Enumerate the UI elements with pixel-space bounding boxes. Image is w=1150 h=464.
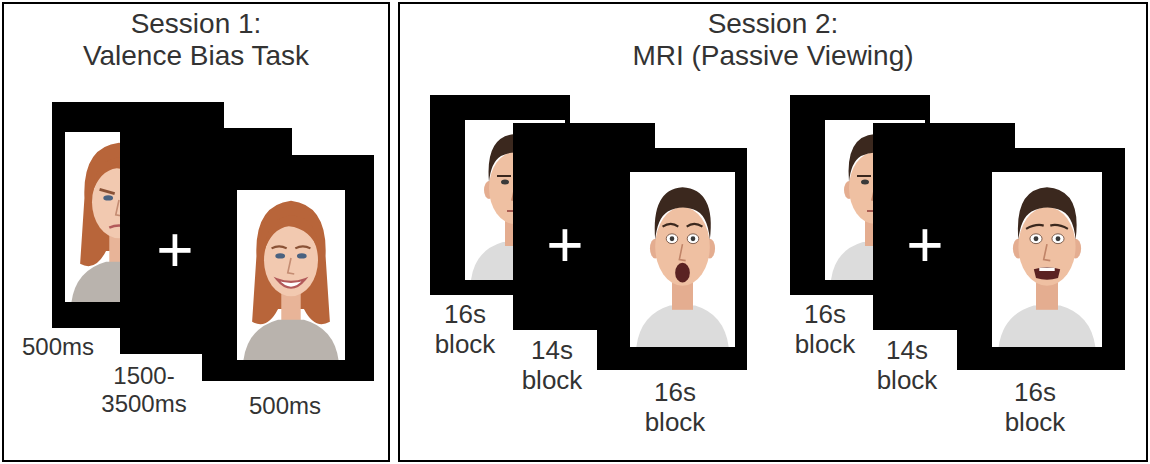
timing-label: 500ms [249, 392, 321, 420]
fixation-cross: + [156, 218, 193, 282]
text-slot: 500ms [22, 333, 94, 361]
stimulus-frame [202, 155, 374, 381]
male-head [999, 187, 1096, 347]
text-slot: 500ms [249, 392, 321, 420]
eye [861, 180, 869, 185]
session-panel: Session 2:MRI (Passive Viewing) 16s block… [398, 2, 1148, 462]
mouth [675, 263, 690, 283]
female-head [243, 201, 338, 360]
fearful-face [999, 187, 1096, 347]
timing-label: 14s block [877, 336, 938, 396]
text-slot: 14s block [522, 336, 583, 396]
text-slot: 14s block [877, 336, 938, 396]
stimulus-frame: 16s block [597, 148, 747, 370]
happy-face [243, 201, 338, 360]
timing-label: 1500- 3500ms [101, 362, 186, 417]
stimulus-frame: 500ms [52, 102, 224, 328]
brow [1026, 225, 1068, 229]
brow [295, 246, 310, 248]
text-slot: MRI (Passive Viewing) [400, 40, 1146, 72]
face-photo [630, 172, 735, 347]
teeth [1039, 268, 1054, 271]
timing-label: 16s block [645, 378, 706, 438]
stimulus-frame: +14s block [513, 123, 655, 330]
text-slot: 16s block [795, 300, 856, 360]
session-title: Valence Bias Task [4, 40, 388, 72]
eye [687, 234, 699, 244]
text-slot: Session 2: [400, 8, 1146, 40]
session-title: Session 1: [4, 8, 388, 40]
timing-label: 14s block [522, 336, 583, 396]
fixation-cross: + [906, 213, 943, 277]
stimulus-frame: 16s block [957, 148, 1125, 370]
face-photo [237, 190, 345, 360]
session-title: MRI (Passive Viewing) [400, 40, 1146, 72]
text-slot: + [906, 213, 943, 277]
eye [1030, 234, 1042, 244]
session-panel: Session 1:Valence Bias Task500ms+1500- 3… [2, 2, 390, 462]
text-slot: Valence Bias Task [4, 40, 388, 72]
eye [666, 234, 678, 244]
timing-label: 16s block [795, 300, 856, 360]
text-slot: Session 1: [4, 8, 388, 40]
pupil [691, 236, 696, 241]
pupil [1034, 236, 1039, 241]
stimulus-frame [957, 148, 1125, 370]
brow [100, 189, 115, 193]
pupil [670, 236, 675, 241]
male-head [636, 187, 728, 347]
face-photo [992, 172, 1102, 347]
session-title: Session 2: [400, 8, 1146, 40]
fixation-cross: + [546, 213, 583, 277]
pupil [1056, 236, 1061, 241]
stimulus-frame: 500ms [202, 155, 374, 381]
eye [1052, 234, 1064, 244]
timing-label: 16s block [435, 300, 496, 360]
mouth [277, 279, 305, 288]
eye [501, 180, 509, 185]
text-slot: + [546, 213, 583, 277]
brow [663, 224, 703, 227]
text-slot: 16s block [1005, 378, 1066, 438]
text-slot: 16s block [435, 300, 496, 360]
surprised-face [636, 187, 728, 347]
stimulus-frame [597, 148, 747, 370]
text-slot: 16s block [645, 378, 706, 438]
brow [272, 246, 287, 248]
timing-label: 500ms [22, 333, 94, 361]
text-slot: 1500- 3500ms [101, 362, 186, 417]
text-slot: + [156, 218, 193, 282]
stimulus-frame: +1500- 3500ms [120, 128, 292, 354]
mouth [1034, 267, 1060, 280]
timing-label: 16s block [1005, 378, 1066, 438]
stimulus-frame: +14s block [873, 123, 1015, 330]
